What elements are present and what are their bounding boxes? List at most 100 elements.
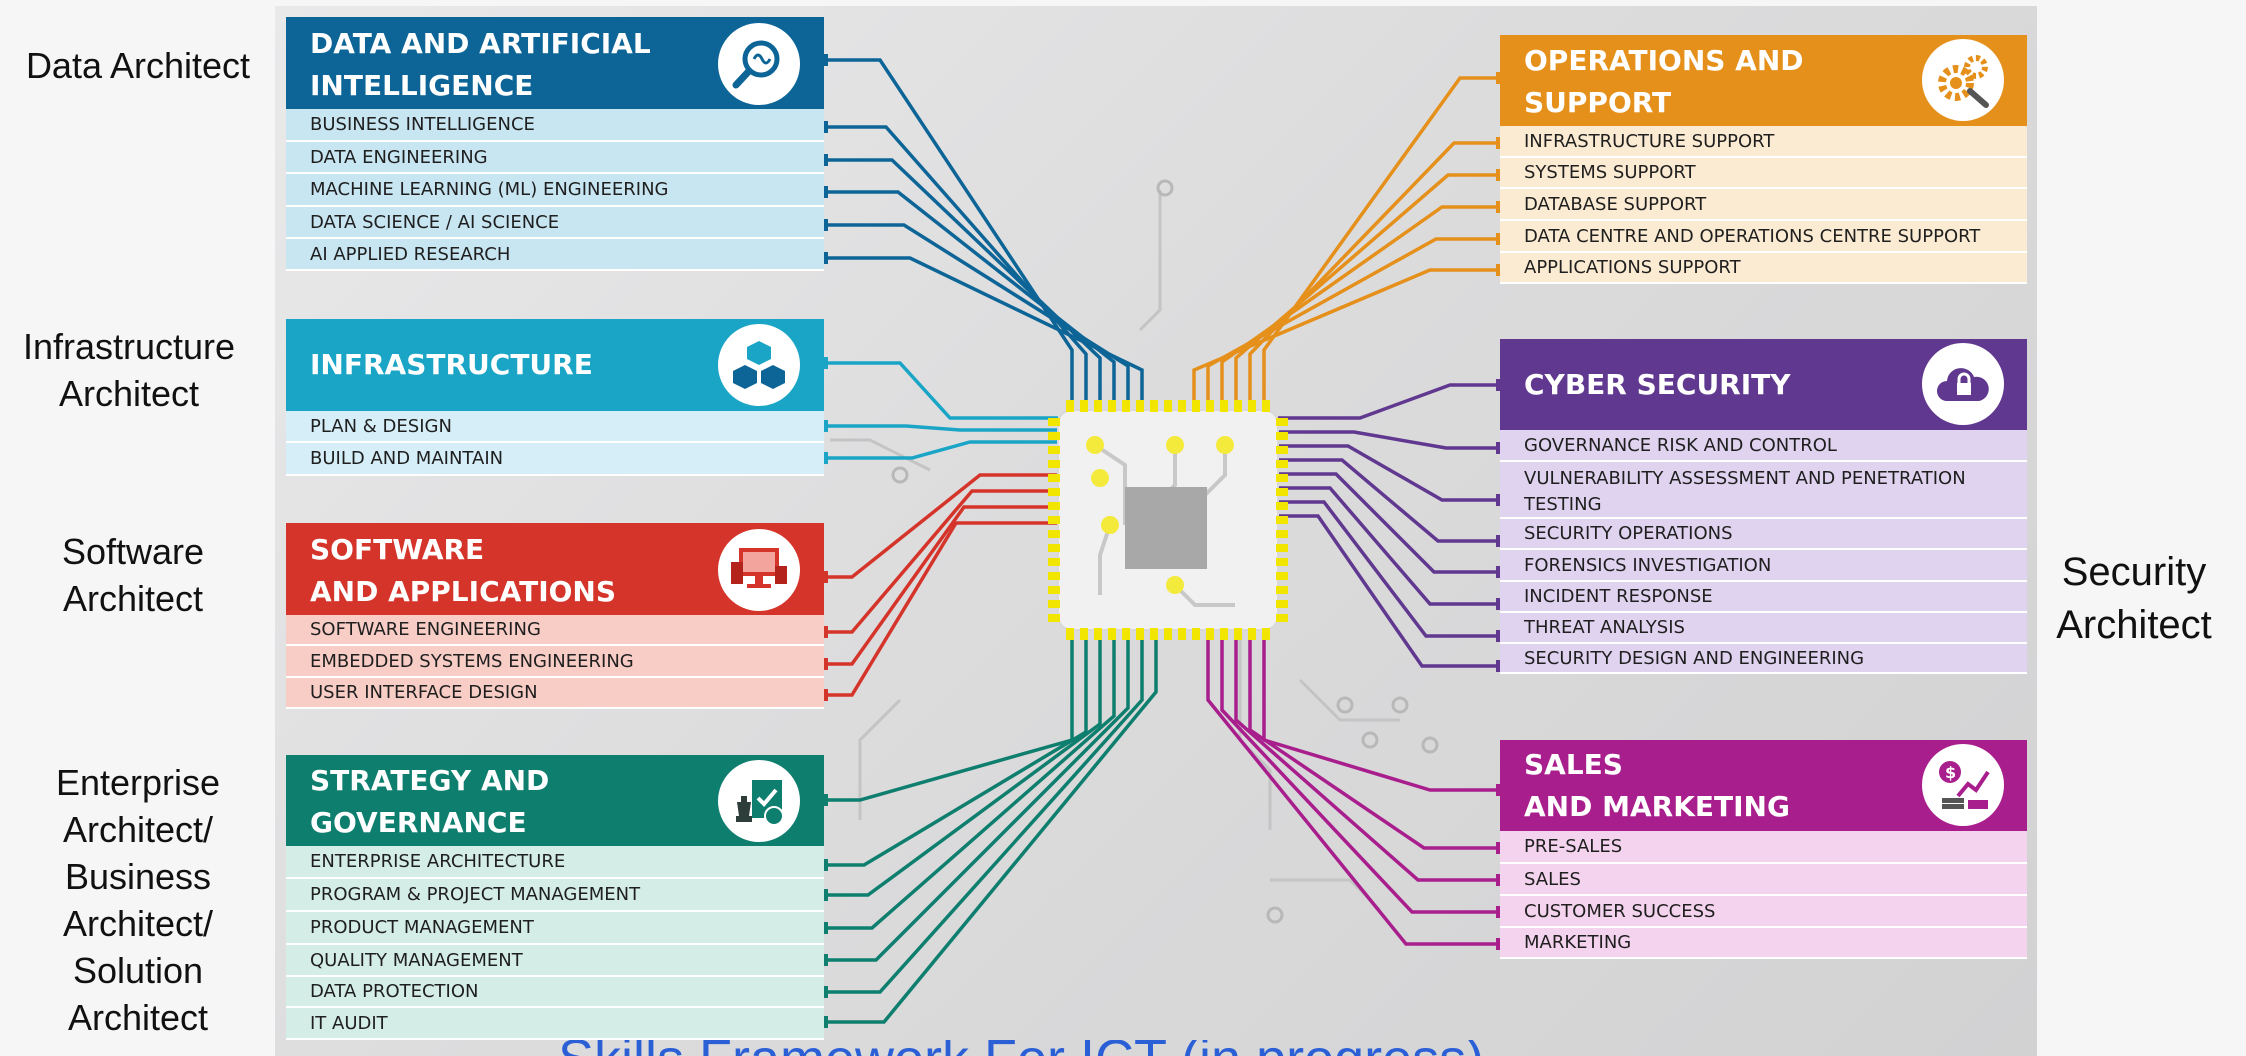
role-line: Software	[61, 531, 205, 572]
connector-trace	[1220, 205, 1500, 406]
background-trace	[1138, 190, 1162, 332]
chip-pin	[1108, 400, 1116, 412]
chip-pin	[1234, 400, 1242, 412]
chip-inner-trace	[1098, 524, 1112, 595]
chip-pin	[1150, 400, 1158, 412]
list-item: PRE-SALES	[1500, 831, 2027, 864]
role-software-architect: Software Architect	[20, 528, 246, 622]
category-operations: OPERATIONS AND SUPPORT INFRASTRUCTURE SU…	[1500, 35, 2027, 284]
category-title: DATA AND ARTIFICIAL INTELLIGENCE	[310, 23, 651, 107]
chip-dot	[1101, 516, 1119, 534]
chip-pin	[1276, 446, 1288, 454]
chip-pin	[1048, 418, 1060, 426]
category-title: OPERATIONS AND SUPPORT	[1524, 40, 1804, 124]
list-item: PLAN & DESIGN	[286, 411, 824, 443]
category-title: SALES AND MARKETING	[1524, 744, 1790, 828]
connector-trace	[824, 361, 1058, 420]
background-trace	[1298, 678, 1400, 722]
chip-pin	[1048, 516, 1060, 524]
role-line: Solution	[72, 950, 204, 991]
list-item: DATA SCIENCE / AI SCIENCE	[286, 207, 824, 239]
background-via	[1391, 696, 1409, 714]
list-item: APPLICATIONS SUPPORT	[1500, 253, 2027, 284]
role-infrastructure-architect: Infrastructure Architect	[0, 323, 258, 417]
chip-pin	[1276, 558, 1288, 566]
category-header: OPERATIONS AND SUPPORT	[1500, 35, 2027, 126]
chip-pin	[1048, 600, 1060, 608]
connector-trace	[824, 634, 1074, 802]
role-line: Architect	[62, 578, 204, 619]
monitor-devices-icon	[718, 529, 800, 611]
list-item: FORENSICS INVESTIGATION	[1500, 550, 2027, 582]
chip-pin	[1048, 460, 1060, 468]
chip-pin	[1276, 460, 1288, 468]
category-software: SOFTWARE AND APPLICATIONS SOFTWARE ENGIN…	[286, 523, 824, 709]
connector-trace	[824, 424, 1058, 432]
role-line: Infrastructure	[22, 326, 236, 367]
connector-trace	[1278, 383, 1500, 420]
list-item: SYSTEMS SUPPORT	[1500, 158, 2027, 189]
category-sales: SALES AND MARKETING $ PRE-SALES SALES CU…	[1500, 740, 2027, 959]
list-item: DATA PROTECTION	[286, 977, 824, 1008]
title-line: OPERATIONS AND	[1524, 44, 1804, 77]
connector-trace	[824, 634, 1088, 867]
chip-inner-trace	[1173, 583, 1235, 607]
brain-magnifier-icon	[718, 23, 800, 105]
connector-trace	[824, 505, 1058, 666]
cloud-lock-icon	[1922, 343, 2004, 425]
list-item: USER INTERFACE DESIGN	[286, 678, 824, 709]
background-trace	[858, 698, 902, 820]
chip-pin	[1136, 400, 1144, 412]
category-items: ENTERPRISE ARCHITECTURE PROGRAM & PROJEC…	[286, 846, 824, 1040]
list-item: AI APPLIED RESEARCH	[286, 239, 824, 271]
title-line: SOFTWARE	[310, 533, 485, 566]
caption: Skills Framework For ICT (in progress)	[558, 1040, 1484, 1056]
category-data-ai: DATA AND ARTIFICIAL INTELLIGENCE BUSINES…	[286, 17, 824, 271]
category-header: SALES AND MARKETING $	[1500, 740, 2027, 831]
chip-pin	[1276, 502, 1288, 510]
chip-pin	[1220, 628, 1228, 640]
chip-dot	[1166, 576, 1184, 594]
connector-trace	[1234, 173, 1500, 406]
role-line: Enterprise	[55, 762, 221, 803]
chip-pin	[1066, 400, 1074, 412]
chip-pin	[1262, 400, 1270, 412]
chip-pin	[1276, 488, 1288, 496]
background-via	[1361, 731, 1379, 749]
role-line: Architect	[58, 373, 200, 414]
title-line: AND MARKETING	[1524, 790, 1790, 823]
chip-pin	[1048, 446, 1060, 454]
background-via	[1156, 179, 1174, 197]
background-trace	[1238, 640, 1272, 830]
connector-trace	[824, 634, 1116, 930]
chip-pin	[1122, 628, 1130, 640]
list-item: SECURITY OPERATIONS	[1500, 519, 2027, 550]
chip-pin	[1048, 530, 1060, 538]
connector-trace	[824, 489, 1058, 634]
chip-pin	[1094, 628, 1102, 640]
connector-trace	[1206, 237, 1500, 406]
chip-pin	[1136, 628, 1144, 640]
role-line: Architect	[2056, 603, 2212, 647]
list-item: SALES	[1500, 864, 2027, 896]
connector-trace	[1262, 76, 1500, 406]
connector-trace	[824, 125, 1088, 406]
chip-pin	[1220, 400, 1228, 412]
list-item: SOFTWARE ENGINEERING	[286, 615, 824, 646]
connector-trace	[1278, 444, 1500, 502]
list-item: THREAT ANALYSIS	[1500, 613, 2027, 644]
chip-pin	[1206, 628, 1214, 640]
category-items: PRE-SALES SALES CUSTOMER SUCCESS MARKETI…	[1500, 831, 2027, 959]
connector-trace	[824, 634, 1158, 1024]
list-item: DATABASE SUPPORT	[1500, 189, 2027, 221]
chip-pin	[1048, 502, 1060, 510]
list-item: BUILD AND MAINTAIN	[286, 443, 824, 476]
category-items: GOVERNANCE RISK AND CONTROL VULNERABILIT…	[1500, 430, 2027, 674]
background-via	[891, 466, 909, 484]
role-line: Architect/	[62, 809, 214, 850]
chip-pin	[1276, 432, 1288, 440]
chip-dot	[1086, 436, 1104, 454]
connector-trace	[1278, 430, 1500, 450]
chip-pin	[1108, 628, 1116, 640]
gears-wrench-icon	[1922, 39, 2004, 121]
